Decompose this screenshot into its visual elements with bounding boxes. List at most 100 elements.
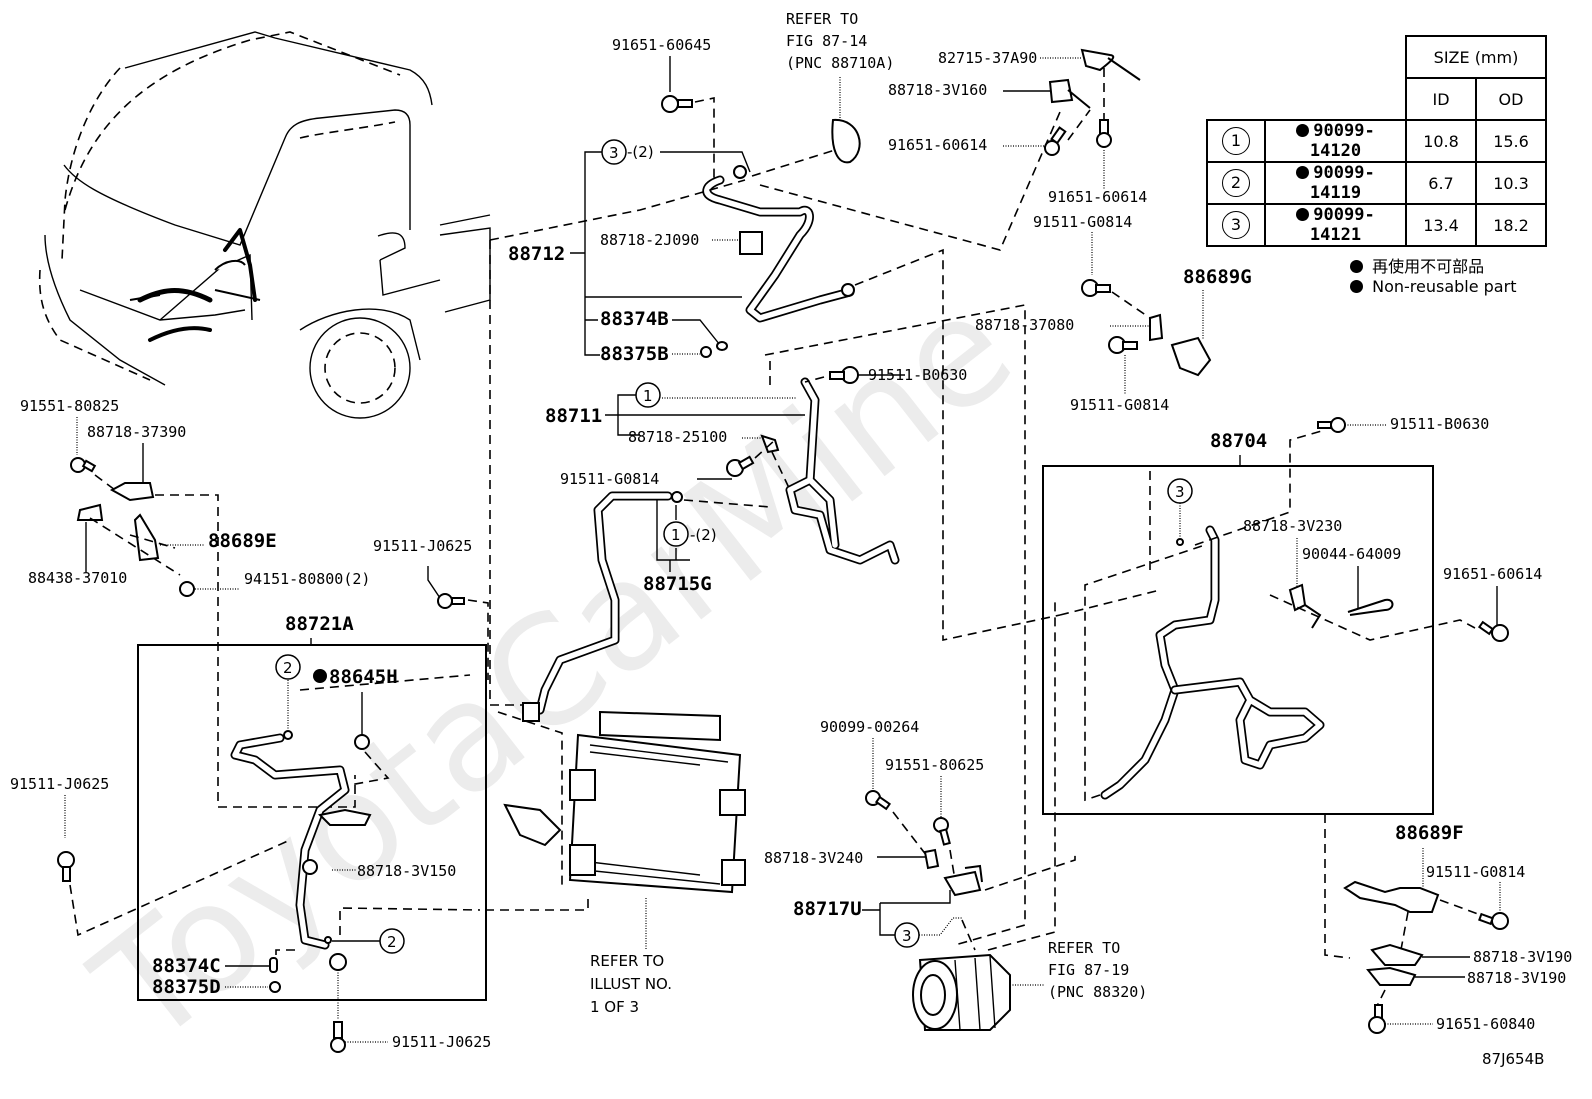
bracket-82715-37A90 [1080, 48, 1141, 81]
part-number: 90099-14121 [1309, 205, 1375, 245]
clamp-88718-3V190-a [1370, 943, 1424, 966]
label-91511-J0625-a: 91511-J0625 [373, 537, 472, 555]
label-94151-80800: 94151-80800(2) [244, 570, 370, 588]
bolt-icon [330, 1021, 346, 1053]
label-91551-80625: 91551-80625 [885, 756, 984, 774]
outer-diameter: 10.3 [1475, 161, 1547, 205]
label-88718-37080: 88718-37080 [975, 316, 1074, 334]
refer-87-14-line1: REFER TO [786, 10, 858, 28]
refer-87-19-line3: (PNC 88320) [1048, 983, 1147, 1001]
legend-jp-text: 再使用不可部品 [1372, 257, 1485, 276]
diagram-code: 87J654B [1482, 1050, 1544, 1068]
refer-87-19-line1: REFER TO [1048, 939, 1120, 957]
svg-text:2: 2 [283, 659, 293, 677]
condenser-assembly[interactable] [503, 702, 746, 894]
label-88689E: 88689E [208, 530, 277, 552]
bolt-icon [1108, 336, 1138, 354]
size-header: SIZE (mm) [1405, 35, 1547, 79]
label-91511-G0814-b: 91511-G0814 [1070, 396, 1169, 414]
svg-text:3: 3 [609, 144, 619, 162]
hose-88721A[interactable] [230, 733, 372, 950]
refer-87-14-line3: (PNC 88710A) [786, 54, 894, 72]
clamp-88717U [943, 864, 983, 897]
non-reusable-marker [1296, 166, 1310, 179]
refer-illust-line3: 1 OF 3 [590, 998, 639, 1016]
label-88375B: 88375B [600, 343, 669, 365]
hose-assembly-88712[interactable] [702, 118, 861, 323]
col-od: OD [1475, 77, 1547, 121]
bolt-icon [726, 455, 755, 477]
clamp-88718-2J090 [739, 231, 763, 255]
outer-diameter: 18.2 [1475, 203, 1547, 247]
non-reusable-marker [1296, 208, 1310, 221]
non-reusable-marker [1350, 280, 1363, 293]
nut-icon [179, 581, 195, 597]
compressor[interactable] [912, 953, 1011, 1031]
ring-2-icon: 2 [1222, 169, 1250, 197]
label-88717U: 88717U [793, 898, 862, 920]
label-88689F: 88689F [1395, 822, 1464, 844]
table-row: 1 90099-14120 10.8 15.6 [1206, 119, 1547, 163]
ring-3-icon: 3 [894, 922, 920, 948]
label-88718-3V230: 88718-3V230 [1243, 517, 1342, 535]
label-91511-J0625-c: 91511-J0625 [392, 1033, 491, 1051]
clamp-88718-3V150 [302, 859, 318, 875]
table-row: 2 90099-14119 6.7 10.3 [1206, 161, 1547, 205]
bracket-88689E [133, 513, 160, 562]
label-91511-B0630-a: 91511-B0630 [868, 366, 967, 384]
bolt-icon [437, 593, 465, 609]
non-reusable-marker [1296, 124, 1310, 137]
bolt-icon [865, 790, 892, 811]
inner-diameter: 13.4 [1405, 203, 1477, 247]
ring-3-icon: 3 [601, 139, 627, 165]
clamp-88718-37390 [109, 482, 155, 502]
box-88721A [137, 644, 487, 1001]
bolt-icon [1477, 620, 1509, 642]
label-91511-G0814-c: 91511-G0814 [560, 470, 659, 488]
label-88718-25100: 88718-25100 [628, 428, 727, 446]
clamp-88718-3V230 [1288, 583, 1322, 629]
legend-en: Non-reusable part [1350, 277, 1516, 296]
label-91551-80825: 91551-80825 [20, 397, 119, 415]
size-table: SIZE (mm) ID OD 1 90099-14120 10.8 15.6 … [1206, 35, 1547, 247]
label-88375D: 88375D [152, 976, 221, 998]
bolt-icon [1044, 126, 1067, 156]
bolt-icon [57, 851, 75, 882]
box-88704 [1042, 465, 1434, 815]
label-91511-J0625-b: 91511-J0625 [10, 775, 109, 793]
label-88712: 88712 [508, 243, 565, 265]
part-number: 90099-14120 [1309, 121, 1375, 161]
ring-1-icon: 1 [635, 382, 661, 408]
expansion-valve-ref [831, 118, 861, 164]
ring-1-icon: 1 [663, 521, 689, 547]
svg-text:1: 1 [671, 526, 681, 544]
refer-illust-line1: REFER TO [590, 952, 664, 970]
non-reusable-marker [313, 669, 327, 683]
pin-90044-64009 [1347, 598, 1394, 616]
ring-3-icon: 3 [1167, 478, 1193, 504]
bolt-icon [1368, 1004, 1386, 1034]
label-91511-G0814-a: 91511-G0814 [1033, 213, 1132, 231]
bracket-88689F [1343, 880, 1440, 913]
bolt-icon [933, 817, 951, 846]
label-88374C: 88374C [152, 955, 221, 977]
label-88715G: 88715G [643, 573, 712, 595]
label-91651-60614-b: 91651-60614 [1048, 188, 1147, 206]
ring-1-icon: 1 [1222, 127, 1250, 155]
legend-jp: 再使用不可部品 [1350, 253, 1484, 277]
label-88718-3V190-b: 88718-3V190 [1467, 969, 1566, 987]
bolt-icon [829, 366, 859, 384]
label-91511-G0814-d: 91511-G0814 [1426, 863, 1525, 881]
clamp-88718-3V160 [1048, 78, 1091, 109]
label-qty-2: -(2) [627, 143, 654, 161]
label-88374B: 88374B [600, 308, 669, 330]
hose-88704[interactable] [1100, 525, 1325, 800]
label-88718-3V150: 88718-3V150 [357, 862, 456, 880]
clamp-88718-3V240 [923, 848, 940, 870]
ring-2-icon: 2 [379, 928, 405, 954]
bolt-icon [1317, 417, 1346, 433]
label-90099-00264: 90099-00264 [820, 718, 919, 736]
nut-icon [354, 734, 370, 750]
label-88718-37390: 88718-37390 [87, 423, 186, 441]
bolt-icon [70, 457, 97, 473]
